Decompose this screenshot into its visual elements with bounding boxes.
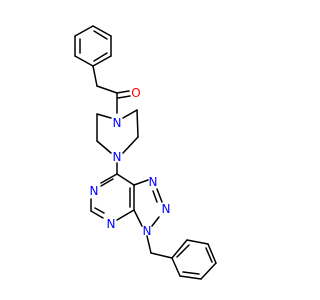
triazole-ring xyxy=(133,179,163,227)
bond xyxy=(179,275,202,280)
bond xyxy=(182,271,200,275)
bond xyxy=(122,136,139,154)
triazole-nitrogen-right: N xyxy=(162,202,171,216)
phenyl-ring-top xyxy=(74,25,112,67)
oxygen-atom: O xyxy=(131,86,140,100)
benzyl-linker xyxy=(146,235,173,259)
atom-labels: O N N N N N N N xyxy=(90,86,171,238)
bond xyxy=(150,252,173,259)
triazole-nitrogen-benzyl: N xyxy=(143,224,152,238)
bond xyxy=(100,178,114,187)
bond xyxy=(116,173,135,186)
bond xyxy=(156,188,163,203)
bond xyxy=(176,244,190,258)
bond xyxy=(117,95,131,99)
bond xyxy=(133,179,149,186)
pyrimidine-nitrogen-left: N xyxy=(90,184,99,198)
pyrimidine-nitrogen-bottom: N xyxy=(107,217,116,231)
bond xyxy=(186,239,209,245)
bond xyxy=(200,262,217,280)
molecule-structure: O N N N N N N N xyxy=(74,25,217,280)
phenyl-ring-bottom xyxy=(171,239,217,280)
phenylacetyl-linker xyxy=(92,65,131,114)
bond xyxy=(205,247,213,263)
piperazine-ring xyxy=(96,109,139,175)
bond xyxy=(93,52,108,62)
pyrimidine-ring xyxy=(90,173,135,221)
piperazine-nitrogen-top: N xyxy=(113,116,122,130)
bond xyxy=(116,90,130,94)
bond xyxy=(133,209,143,227)
bond xyxy=(122,109,138,119)
bond xyxy=(74,25,94,37)
bond xyxy=(93,30,108,40)
bond xyxy=(116,209,135,221)
triazole-nitrogen-top: N xyxy=(149,175,158,189)
bond xyxy=(100,173,118,184)
bond xyxy=(152,190,158,203)
bond xyxy=(171,257,181,277)
bond xyxy=(94,207,105,214)
piperazine-nitrogen-bottom: N xyxy=(113,150,122,164)
bond xyxy=(207,243,217,264)
bond xyxy=(96,113,112,119)
bond xyxy=(171,239,188,259)
bond xyxy=(96,85,118,94)
bond xyxy=(92,25,112,37)
bond xyxy=(136,109,139,138)
bond xyxy=(92,65,98,87)
bond xyxy=(146,235,152,254)
bond xyxy=(90,210,104,219)
bond xyxy=(74,55,94,67)
bond xyxy=(92,55,112,67)
bond xyxy=(96,140,112,154)
bond xyxy=(151,216,160,227)
